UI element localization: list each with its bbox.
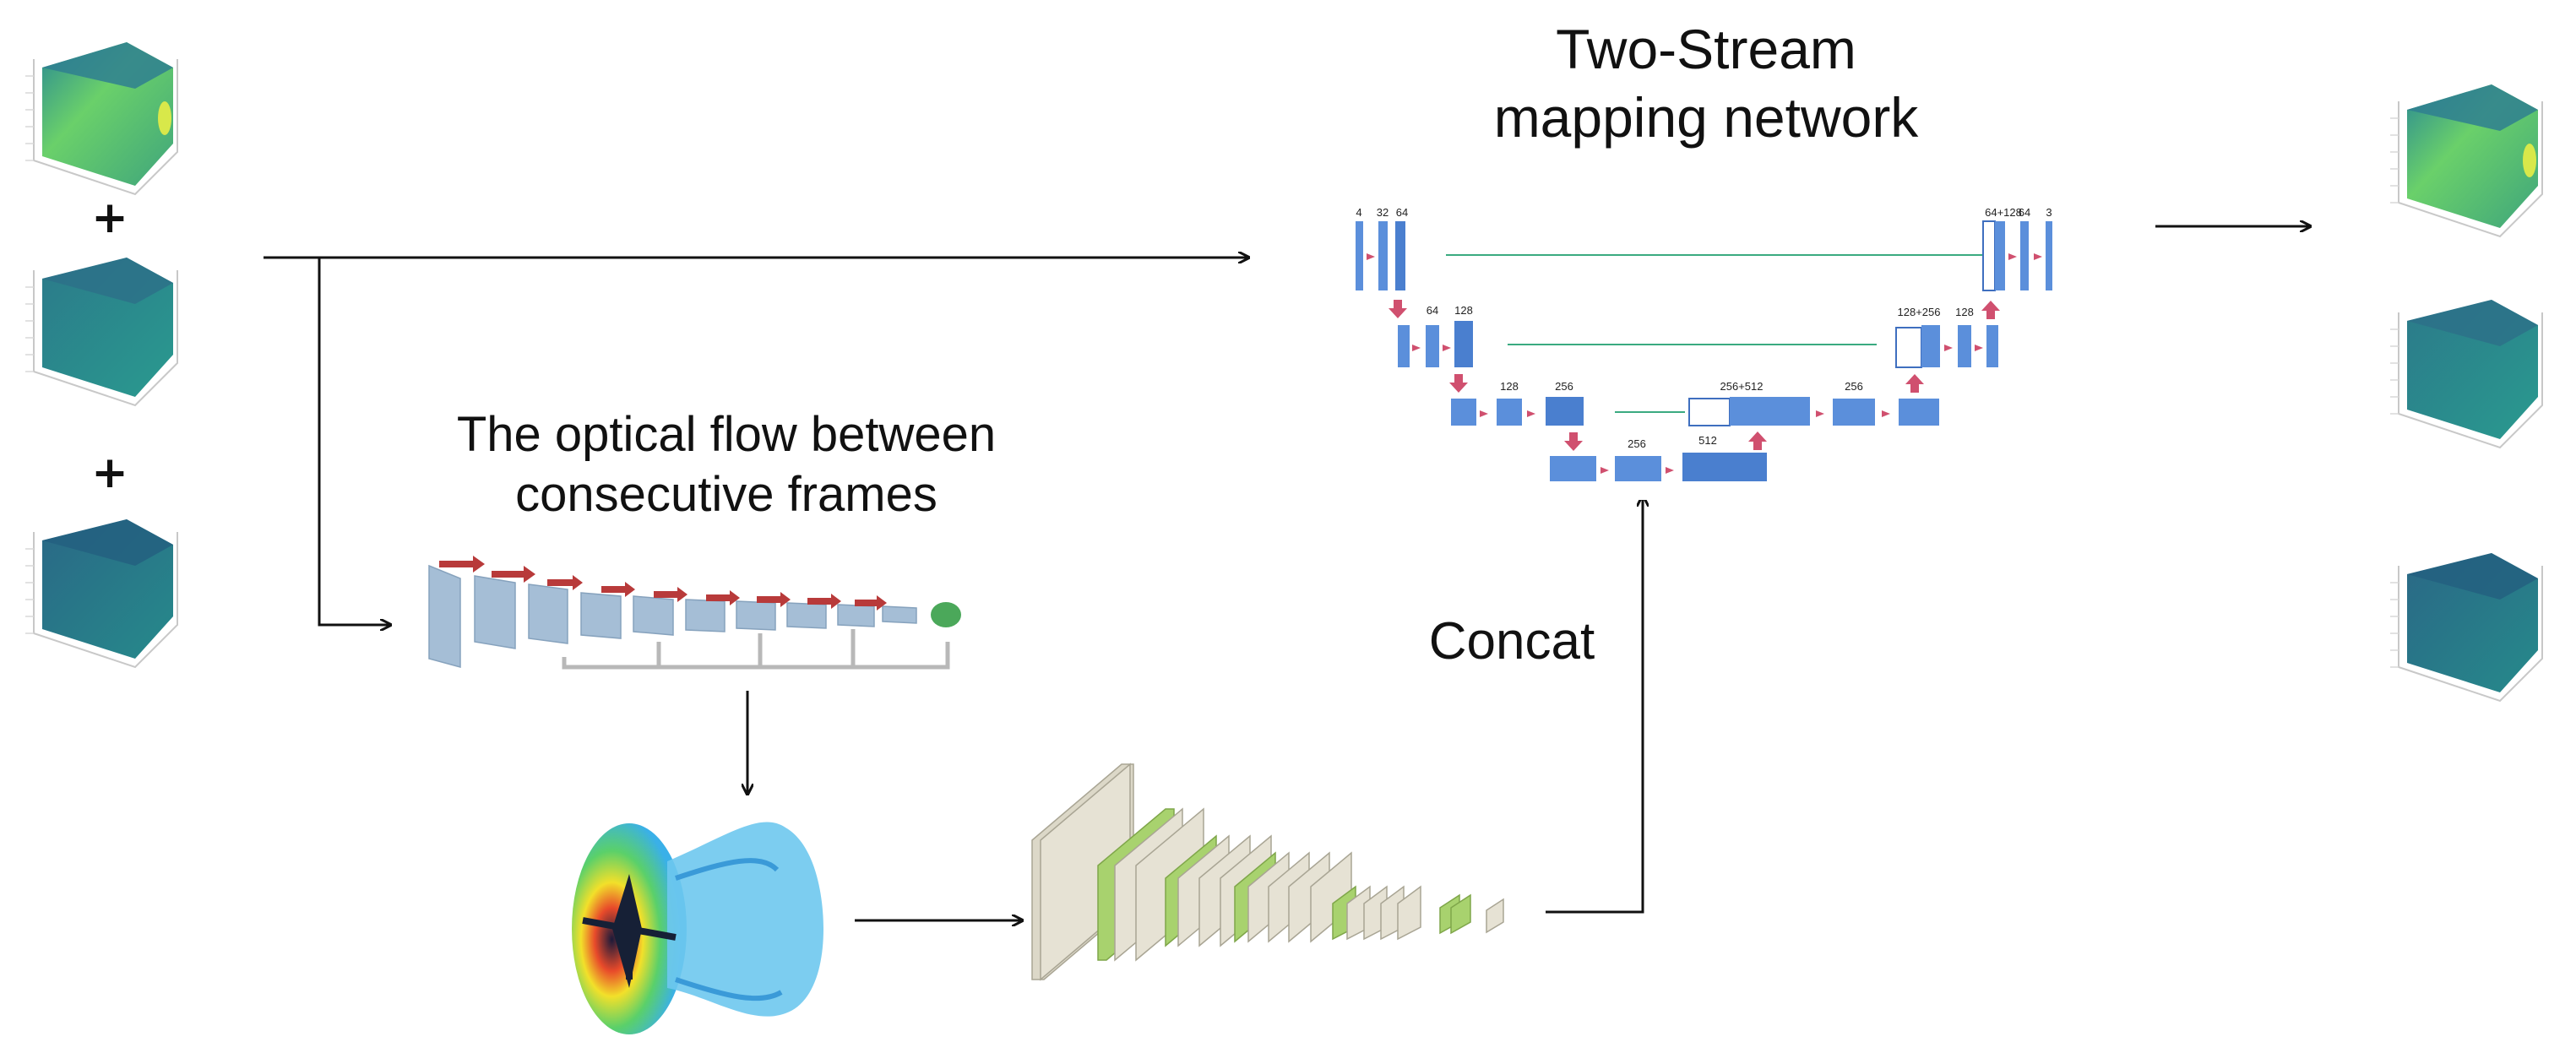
channel-label: 128 (1454, 304, 1473, 317)
channel-label: 256 (1555, 380, 1573, 393)
unet-diagram (1339, 196, 2061, 500)
cnn-encoder (1031, 763, 1504, 981)
unet-block (1395, 221, 1405, 290)
two-stream-title-line1: Two-Stream (1556, 18, 1856, 80)
two-stream-title-line2: mapping network (1493, 85, 1919, 149)
input-cube-2 (24, 258, 178, 406)
channel-label: 128 (1500, 380, 1519, 393)
optical-flow-visualization (572, 822, 823, 1034)
input-cube-1 (24, 42, 178, 195)
channel-label: 64 (2019, 206, 2030, 219)
arrow-concat-to-unet (1546, 497, 1643, 914)
optical-flow-title-line1: The optical flow between (456, 407, 997, 462)
channel-label: 256 (1628, 437, 1646, 450)
channel-label: 128 (1955, 306, 1974, 318)
channel-label: 64 (1396, 206, 1408, 219)
optical-flow-title-line2: consecutive frames (515, 466, 937, 522)
output-cube-3 (2389, 553, 2543, 702)
channel-label: 4 (1356, 206, 1361, 219)
channel-label: 256 (1845, 380, 1863, 393)
channel-label: 64+128 (1985, 206, 2022, 219)
arrow-input-to-vgg (318, 258, 390, 625)
optical-flow-title: The optical flow between consecutive fra… (363, 405, 1090, 525)
input-cube-3 (24, 519, 178, 668)
output-cube-2 (2389, 300, 2543, 448)
unet-block (1356, 221, 1363, 290)
plus-sign-1: + (91, 193, 128, 243)
unet-block (1378, 221, 1388, 290)
channel-label: 512 (1698, 434, 1717, 447)
channel-label: 256+512 (1720, 380, 1764, 393)
concat-label: Concat (1428, 612, 1595, 670)
plus-sign-2: + (91, 448, 128, 498)
channel-label: 3 (2046, 206, 2052, 219)
output-cube-1 (2389, 84, 2543, 237)
channel-label: 64 (1427, 304, 1438, 317)
channel-label: 128+256 (1898, 306, 1941, 318)
two-stream-title: Two-Stream mapping network (1402, 15, 2010, 151)
optical-flow-network (428, 556, 961, 670)
channel-label: 32 (1377, 206, 1389, 219)
